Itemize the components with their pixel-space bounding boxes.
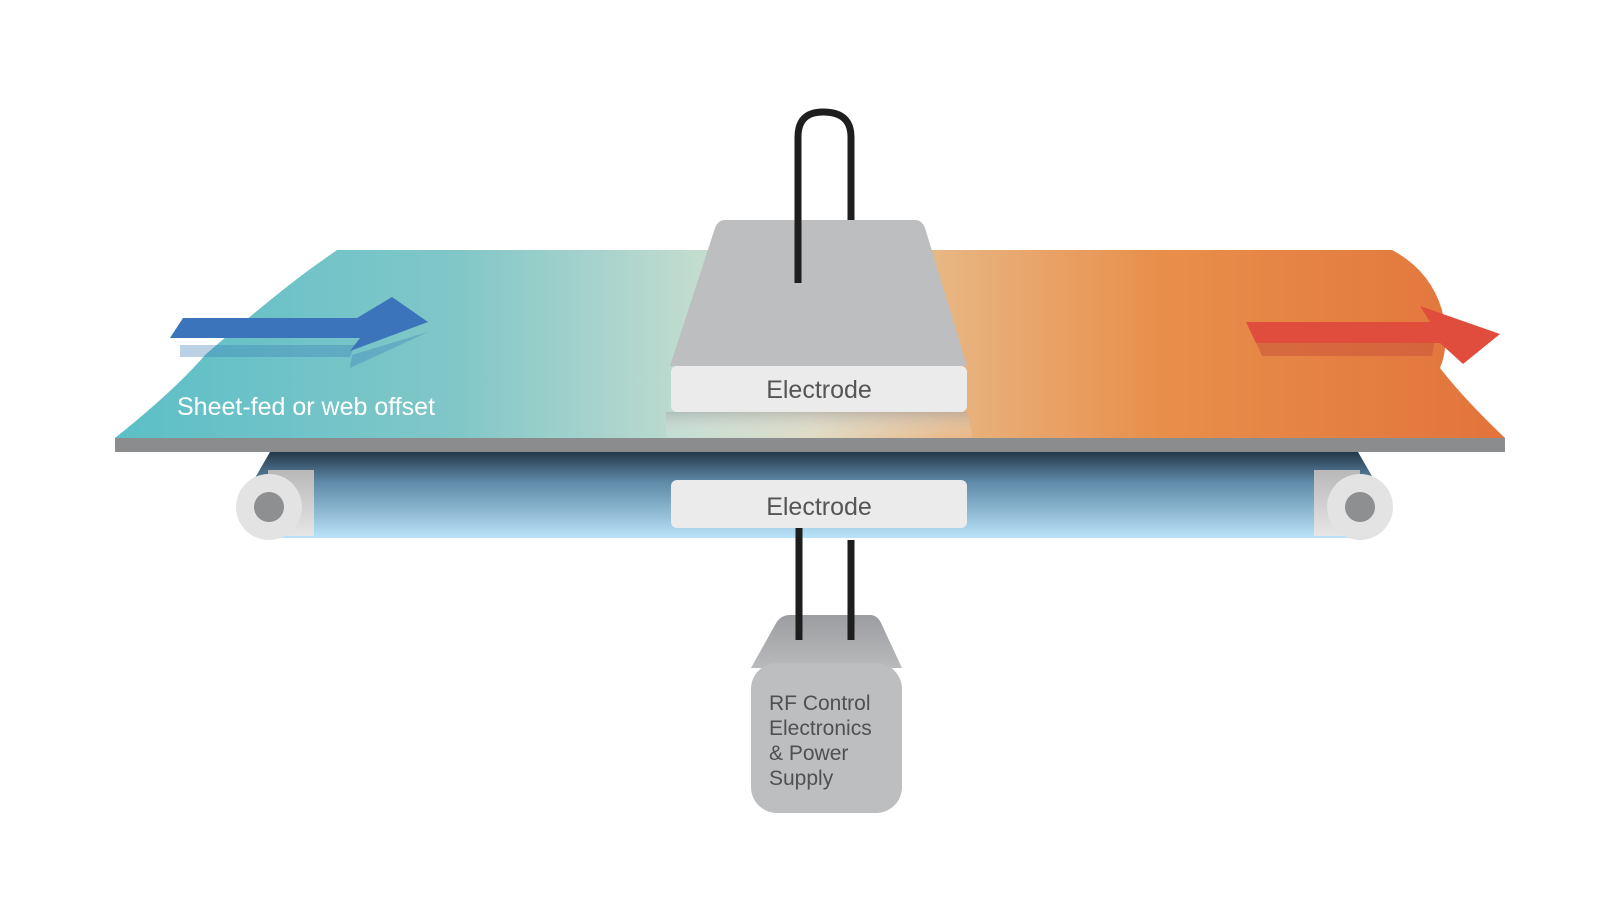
top-wire	[794, 108, 855, 283]
top-electrode	[666, 220, 973, 438]
sheet-label: Sheet-fed or web offset	[177, 393, 435, 421]
rf-label-line-4: Supply	[769, 767, 834, 790]
rf-label-line-2: Electronics	[769, 717, 872, 740]
arrow-in-icon	[170, 297, 428, 368]
sheet-edge	[115, 438, 1505, 452]
arrow-out-icon	[1246, 306, 1500, 364]
right-roller-icon	[1314, 470, 1393, 540]
rf-control-box	[751, 615, 902, 813]
top-electrode-label: Electrode	[766, 376, 872, 404]
rf-label-line-1: RF Control	[769, 692, 871, 715]
bottom-electrode	[671, 480, 967, 528]
left-roller-icon	[236, 470, 314, 540]
rf-label-line-3: & Power	[769, 742, 848, 765]
bottom-electrode-label: Electrode	[766, 493, 872, 521]
